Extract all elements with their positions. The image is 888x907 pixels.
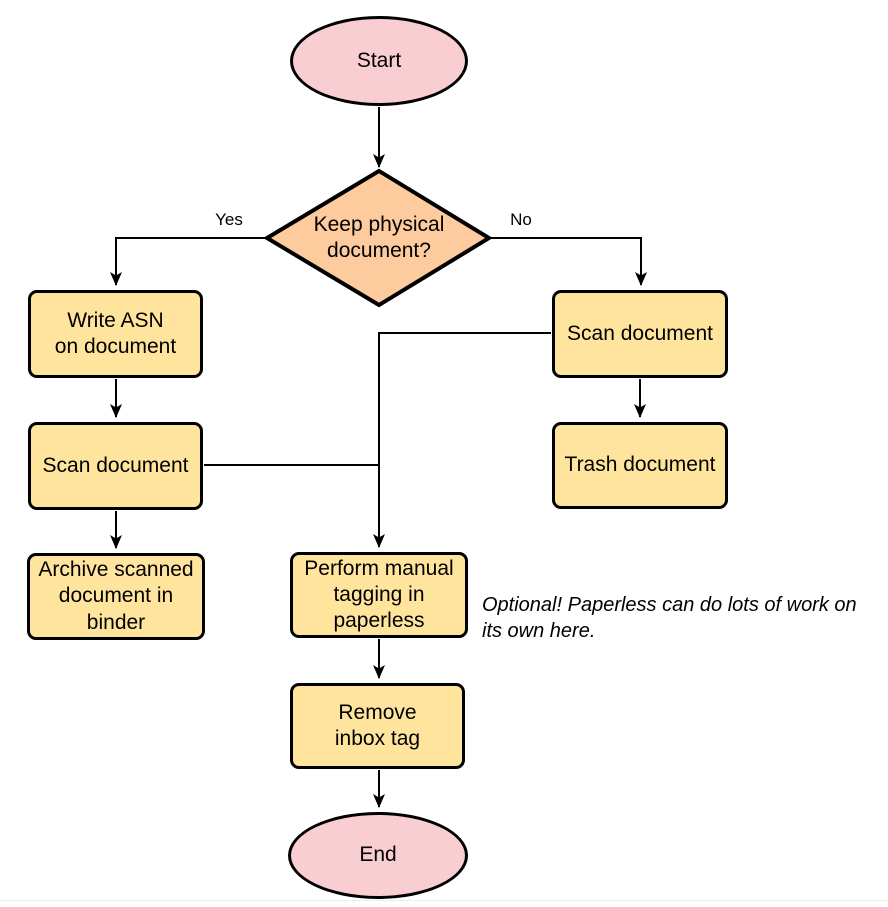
edge-decision-yes-to-write-asn	[110, 237, 266, 286]
remove-inbox-tag-node-label: Remove inbox tag	[334, 700, 421, 750]
optional-annotation: Optional! Paperless can do lots of work …	[482, 594, 857, 642]
scan-document-left-node-label: Scan document	[42, 453, 189, 477]
edge-scan-right-to-tagging	[373, 332, 551, 548]
start-node-label: Start	[356, 48, 402, 72]
write-asn-node-label: Write ASN on document	[54, 308, 177, 358]
edge-decision-no-to-scan-right	[489, 237, 647, 286]
bottom-divider	[0, 900, 888, 901]
scan-document-left-node: Scan document	[28, 422, 203, 510]
trash-document-node: Trash document	[552, 422, 728, 509]
scan-document-right-node-label: Scan document	[567, 321, 713, 345]
archive-node: Archive scanned document in binder	[27, 553, 205, 640]
end-node: End	[288, 812, 468, 899]
remove-inbox-tag-node: Remove inbox tag	[290, 683, 465, 769]
edge-label-no: No	[510, 210, 532, 229]
decision-node-label: Keep physical document?	[313, 212, 445, 262]
manual-tagging-node-label: Perform manual tagging in paperless	[304, 556, 454, 633]
archive-node-label: Archive scanned document in binder	[38, 558, 194, 634]
trash-document-node-label: Trash document	[564, 453, 716, 477]
decision-node: Keep physical document?	[279, 205, 479, 271]
scan-document-right-node: Scan document	[552, 290, 728, 378]
edge-label-yes: Yes	[215, 210, 243, 229]
end-node-label: End	[359, 843, 397, 867]
start-node: Start	[290, 16, 468, 106]
write-asn-node: Write ASN on document	[28, 290, 203, 378]
decision-diamond-shape	[263, 168, 493, 308]
manual-tagging-node: Perform manual tagging in paperless	[290, 552, 468, 638]
